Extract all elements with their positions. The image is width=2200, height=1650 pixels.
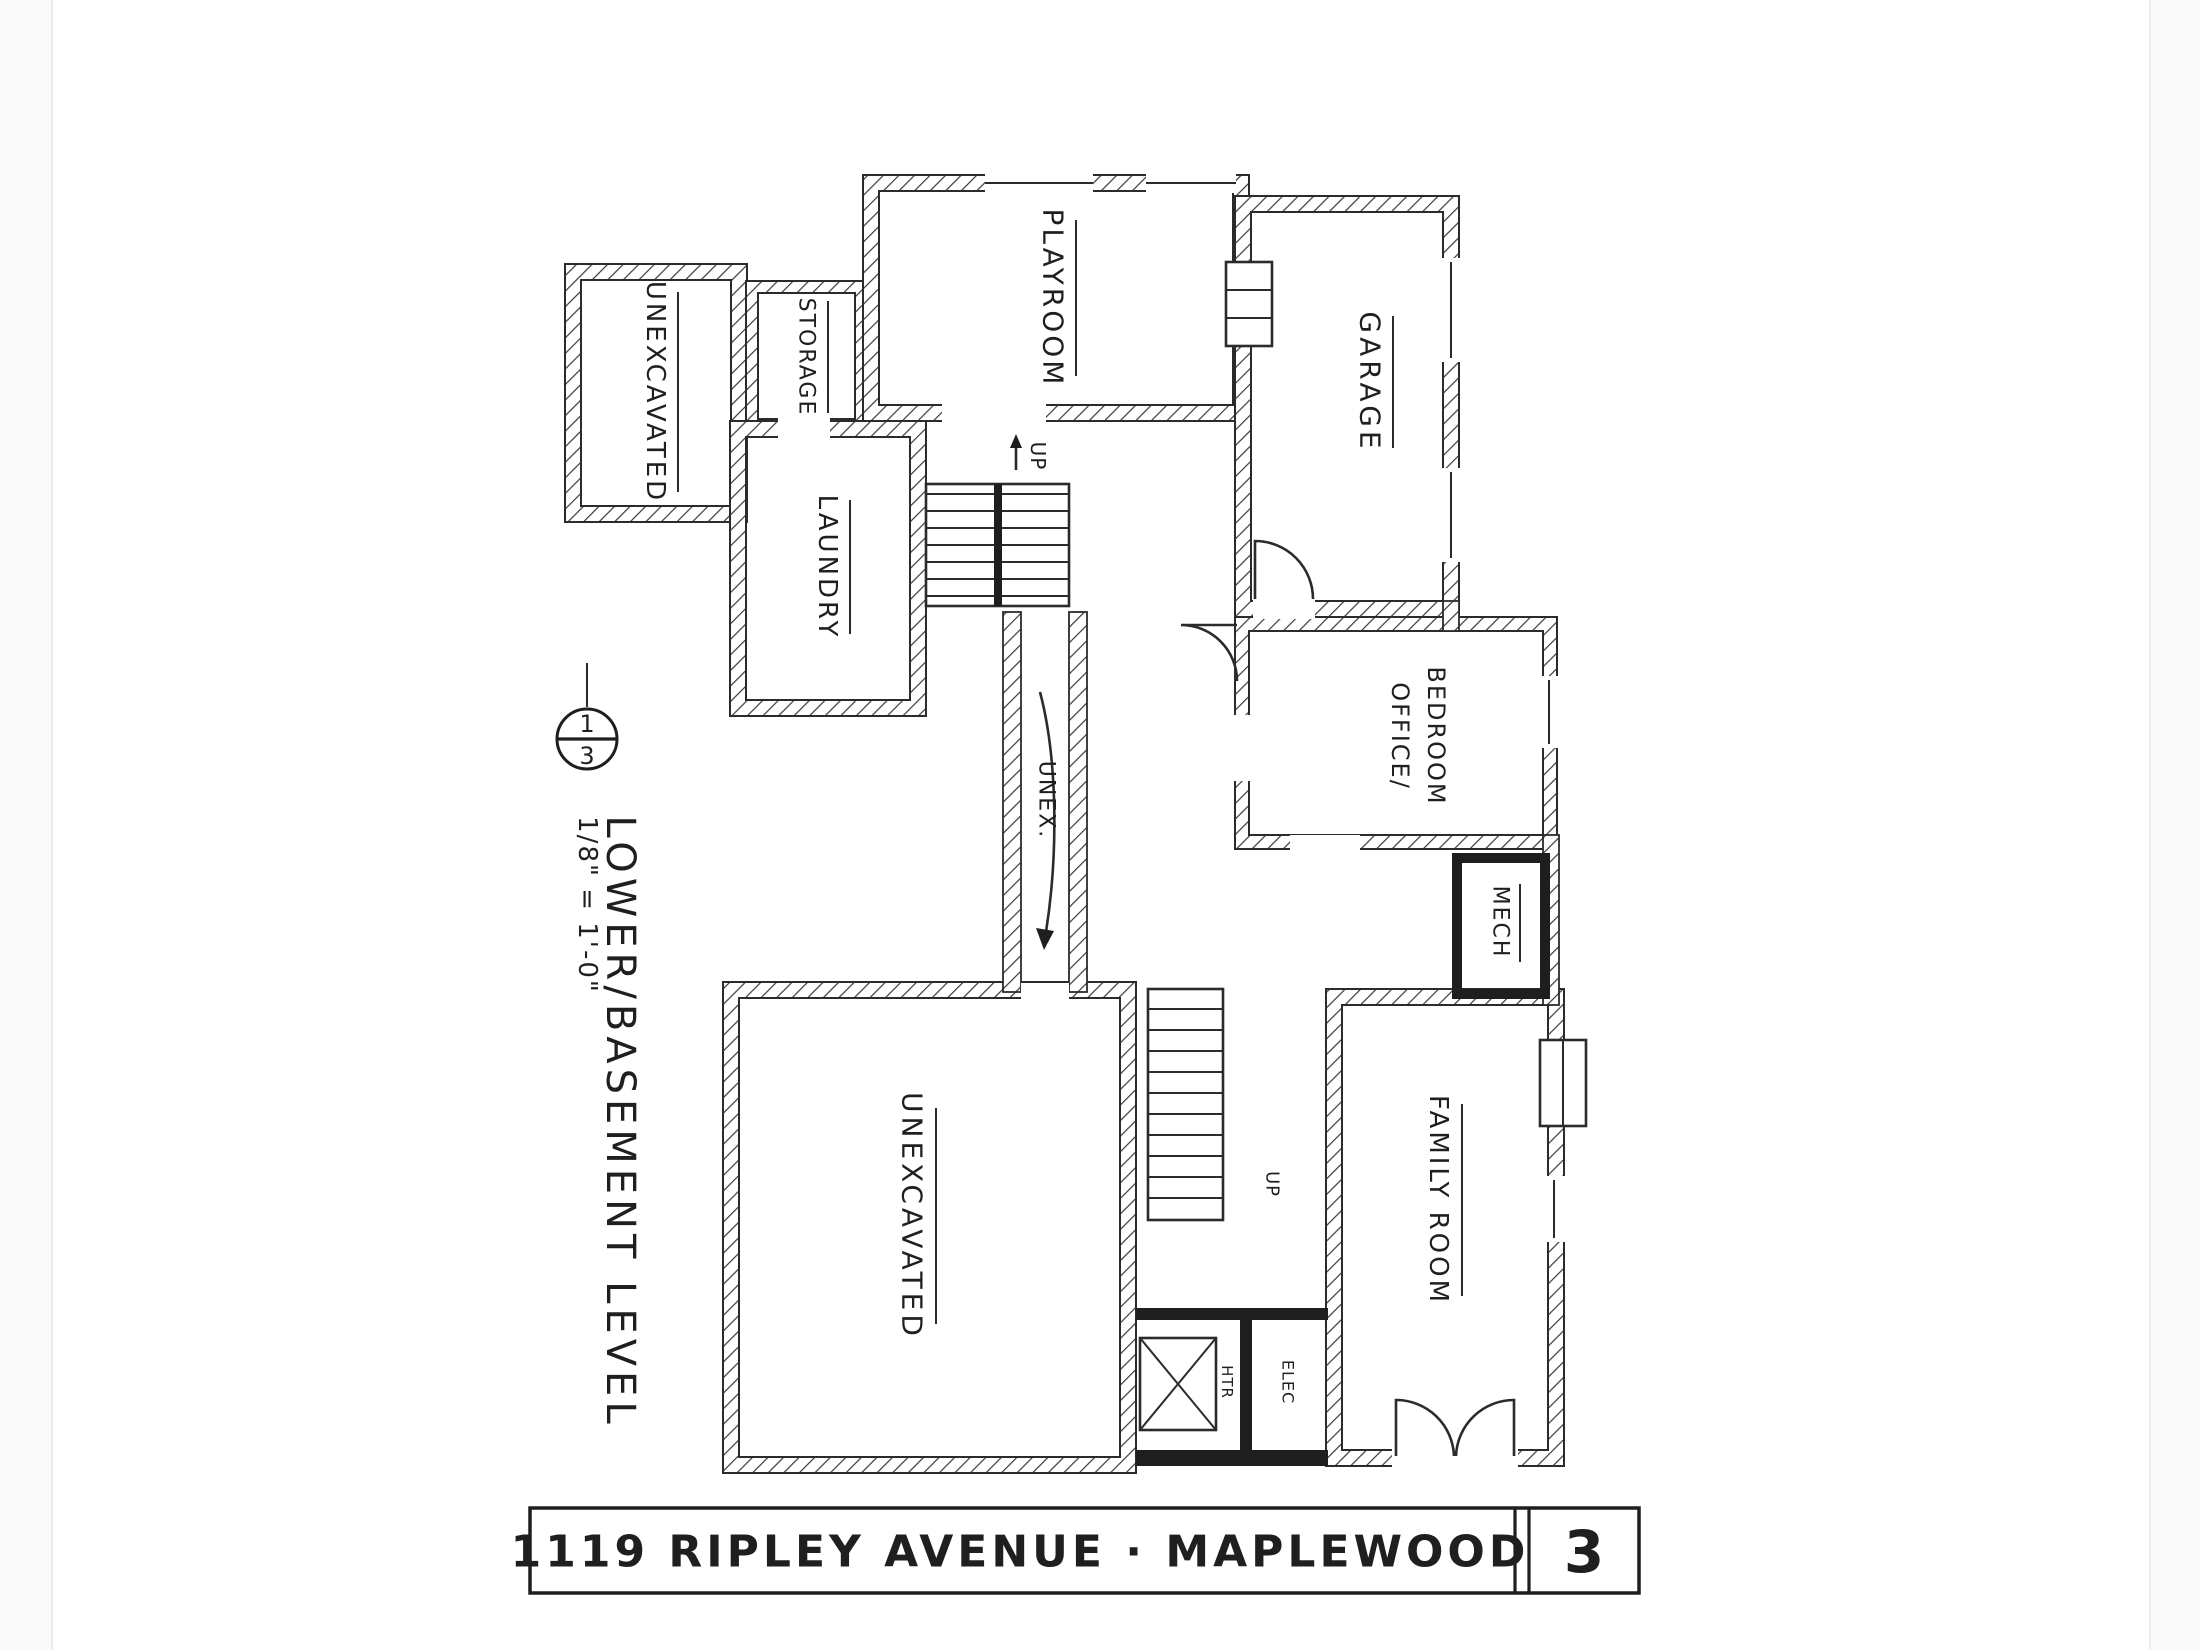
stairs-up-arrow [1010, 434, 1022, 470]
room-label-mech: MECH [1488, 886, 1513, 959]
title-block-sheet-number: 3 [1564, 1518, 1604, 1586]
east-wall-connector-upper [1442, 600, 1460, 632]
detail-bubble-top-number: 1 [579, 710, 594, 738]
room-label-garage: GARAGE [1354, 311, 1387, 452]
garage-door-swing [1253, 539, 1315, 600]
room-label-family-room: FAMILY ROOM [1423, 1095, 1453, 1305]
stairs-lower-up-label: UP [1262, 1171, 1283, 1197]
room-labels: UNEXCAVATED STORAGE PLAYROOM GARAGE LAUN… [640, 209, 1521, 1404]
garage-walls [1234, 195, 1460, 618]
drawing-annotations: 1 3 1/8" = 1'-0" LOWER/BASEMENT LEVEL [555, 663, 643, 1429]
family-door-right-swing [1454, 1398, 1516, 1457]
stairs-upper-up-label: UP [1026, 442, 1050, 471]
garage-window-box [1224, 260, 1274, 348]
crawl-access-box [1138, 1336, 1218, 1432]
utility-divider-wall [1240, 1308, 1252, 1450]
room-label-elec: ELEC [1279, 1360, 1298, 1404]
stairs-lower [1146, 987, 1225, 1222]
corridor-east-wall [1068, 611, 1088, 993]
window-boxes [1224, 260, 1588, 1128]
level-title: LOWER/BASEMENT LEVEL [597, 815, 643, 1428]
door-swings [1180, 539, 1516, 1457]
room-label-playroom: PLAYROOM [1037, 209, 1070, 388]
detail-bubble-bottom-number: 3 [579, 742, 594, 770]
unexcavated-lower-walls [722, 981, 1137, 1474]
scale-note: 1/8" = 1'-0" [572, 816, 602, 994]
room-label-corridor-unex: UNEX. [1034, 761, 1059, 840]
room-label-heater: HTR [1218, 1365, 1236, 1399]
room-label-unexcavated-upper: UNEXCAVATED [640, 281, 670, 503]
hall-door-swing [1180, 623, 1239, 682]
room-label-unexcavated-lower: UNEXCAVATED [896, 1092, 929, 1340]
room-label-office-line2: BEDROOM [1422, 666, 1450, 805]
corridor-west-wall [1002, 611, 1022, 993]
title-block-border [528, 1506, 1641, 1595]
stairs-upper [924, 482, 1071, 608]
title-block: 1119 RIPLEY AVENUE · MAPLEWOOD 3 [511, 1506, 1641, 1595]
corridor-arrow [1036, 691, 1056, 950]
window-glazing [985, 182, 1555, 1238]
south-wall-connector [1136, 1450, 1328, 1466]
laundry-walls [729, 420, 927, 717]
utility-top-wall [1136, 1308, 1328, 1320]
wall-openings [778, 173, 1566, 1468]
room-label-office-line1: OFFICE/ [1386, 682, 1414, 790]
family-door-left-swing [1394, 1398, 1456, 1457]
mech-walls [1452, 853, 1550, 999]
room-label-laundry: LAUNDRY [812, 495, 842, 640]
title-block-address: 1119 RIPLEY AVENUE · MAPLEWOOD [511, 1527, 1530, 1578]
room-label-storage: STORAGE [794, 298, 819, 417]
